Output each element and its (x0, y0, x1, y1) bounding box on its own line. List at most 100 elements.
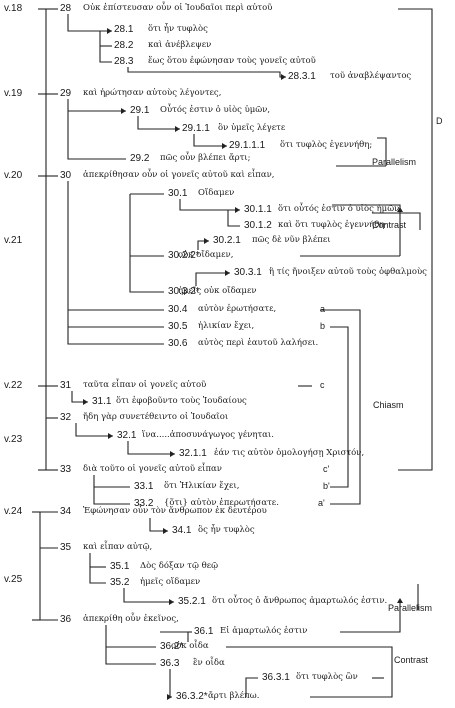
node-number: 30.6 (168, 338, 188, 349)
connector-line (123, 588, 174, 603)
node-number: 30.1.2 (244, 220, 272, 231)
contrast-label: Contrast (394, 655, 429, 665)
node-number: 30 (60, 170, 72, 181)
arrowhead (281, 74, 286, 80)
node-number: 36.3 (160, 658, 180, 669)
greek-clause: ὃν ὑμεῖς λέγετε (218, 123, 286, 133)
verse-label: v.18 (4, 3, 23, 14)
greek-clause: ὅτι ἐφοβοῦντο τοὺς Ἰουδαίους (116, 396, 247, 406)
node-number: 30.3.1 (234, 267, 262, 278)
verse-label: v.21 (4, 235, 23, 246)
chiasm-mark: c (320, 380, 325, 390)
node-number: 35.2.1 (178, 596, 206, 607)
node-number: 34.1 (172, 525, 192, 536)
node-number: 35 (60, 542, 72, 553)
node-number: 33 (60, 464, 72, 475)
greek-clause: τοῦ ἀναβλέψαντος (330, 71, 412, 81)
connector-line (193, 134, 227, 147)
verse-label: v.24 (4, 506, 23, 517)
arrowhead (204, 238, 209, 244)
greek-clause: καὶ εἶπαν αὐτῷ, (83, 542, 153, 552)
connector-line (127, 67, 286, 78)
arrowhead (397, 598, 403, 603)
greek-clause: ὅτι τυφλὸς ἐγεννήθη; (280, 140, 373, 150)
connector-line (89, 553, 106, 584)
connector-line (195, 272, 230, 286)
node-number: 30.5 (168, 321, 188, 332)
node-number: 30.3.2* (168, 286, 200, 297)
verse-label: v.22 (4, 380, 23, 391)
node-number: 29 (60, 88, 72, 99)
node-number: 35.2 (110, 577, 130, 588)
node-number: 30.1 (168, 188, 188, 199)
connector-line (129, 194, 164, 293)
greek-clause: αὐτὸς περὶ ἑαυτοῦ λαλήσει. (198, 338, 319, 348)
greek-clause: καὶ ἀνέβλεψεν (148, 40, 212, 50)
greek-clause: ἀπεκρίθη οὖν ἐκεῖνος, (83, 614, 179, 624)
node-number: 30.2.1 (213, 235, 241, 246)
greek-clause: καὶ ὅτι τυφλὸς ἐγεννήθη· (278, 220, 388, 230)
connector-line (105, 625, 156, 665)
connector-line (226, 646, 393, 698)
node-number: 32 (60, 412, 72, 423)
arrowhead (225, 270, 230, 276)
node-number: 29.1.1 (182, 123, 210, 134)
connector-line (67, 14, 112, 32)
node-number: 29.1 (130, 105, 150, 116)
greek-clause: ὅτι τυφλὸς ὢν (296, 672, 358, 682)
verse-label: v.25 (4, 574, 23, 585)
verse-label: v.20 (4, 170, 23, 181)
greek-clause: ὅτι Ἡλικίαν ἔχει, (164, 481, 240, 491)
node-number: 29.2 (130, 153, 150, 164)
chiasm-mark: a' (318, 498, 325, 508)
chiasm-mark: b (320, 321, 326, 331)
greek-clause: ταῦτα εἶπαν οἱ γονεῖς αὐτοῦ (83, 380, 207, 390)
greek-clause: οὐκ οἶδα (171, 641, 209, 651)
greek-clause: ἄρτι βλέπω. (208, 691, 260, 701)
parallelism-label: Parallelism (388, 603, 433, 613)
greek-clause: Δὸς δόξαν τῷ θεῷ (140, 561, 219, 571)
chiasm-mark: b' (323, 481, 330, 491)
arrowhead (108, 433, 113, 439)
greek-clause: ἢ τίς ἤνοιξεν αὐτοῦ τοὺς ὀφθαλμοὺς (269, 267, 427, 277)
greek-clause: ἤδη γὰρ συνετέθειντο οἱ Ἰουδαῖοι (83, 412, 229, 422)
node-number: 31.1 (92, 396, 112, 407)
connector-line (67, 181, 164, 345)
greek-clause: ἓν οἶδα (193, 658, 225, 668)
node-number: 30.4 (168, 304, 188, 315)
node-number: 36 (60, 614, 72, 625)
greek-clause: ἀπεκρίθησαν οὖν οἱ γονεῖς αὐτοῦ καὶ εἶπα… (83, 170, 275, 180)
node-number: 36.2* (160, 641, 184, 652)
node-number: 34 (60, 506, 72, 517)
greek-clause: ἡμεῖς οἴδαμεν (140, 577, 201, 587)
connector-line (71, 391, 88, 403)
greek-clause: ἵνα.....ἀποσυνάγωγος γένηται. (142, 430, 274, 440)
connector-line (372, 212, 421, 230)
node-number: 28 (60, 3, 72, 14)
connector-line (377, 137, 387, 166)
greek-clause: Ἐφώνησαν οὖν τὸν ἄνθρωπον ἐκ δευτέρου (83, 506, 267, 516)
greek-clause: ὅτι ἦν τυφλὸς (148, 24, 208, 34)
connector-line (320, 309, 361, 505)
connector-line (160, 631, 189, 642)
contrast-label: Contrast (372, 220, 407, 230)
connector-line (75, 423, 113, 437)
greek-clause: καὶ ἠρώτησαν αὐτοὺς λέγοντες, (83, 88, 222, 98)
arrowhead (175, 126, 180, 132)
connector-line (340, 600, 401, 633)
connector-line (332, 204, 401, 256)
chiasm-mark: c' (323, 464, 330, 474)
connector-line (330, 326, 349, 488)
node-number: 36.3.1 (262, 672, 290, 683)
greek-clause: ἕως ὅτου ἐφώνησαν τοὺς γονεῖς αὐτοῦ (148, 56, 316, 66)
chiasm-mark: a (320, 304, 326, 314)
greek-clause: πῶς οὖν βλέπει ἄρτι; (160, 153, 251, 163)
verse-label: v.23 (4, 434, 23, 445)
node-number: 36.1 (194, 626, 214, 637)
connector-line (245, 677, 258, 697)
connector-line (93, 475, 130, 505)
greek-clause: Οὗτός ἐστιν ὁ υἱὸς ὑμῶν, (160, 105, 271, 115)
node-number: 29.1.1.1 (229, 140, 266, 151)
